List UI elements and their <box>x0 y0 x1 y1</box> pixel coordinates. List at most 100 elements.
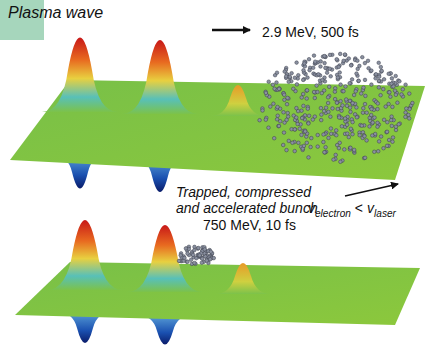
electron-dot <box>315 84 319 88</box>
electron-dot <box>305 97 309 101</box>
electron-dot <box>349 146 353 150</box>
electron-dot <box>282 131 286 135</box>
electron-dot <box>390 77 394 81</box>
electron-dot <box>195 256 199 260</box>
wave-peak <box>47 220 123 290</box>
electron-dot <box>356 59 360 63</box>
wave-peak <box>210 85 266 116</box>
electron-dot <box>277 124 281 128</box>
electron-dot <box>370 107 374 111</box>
electron-dot <box>285 102 289 106</box>
electron-dot <box>278 87 282 91</box>
electron-dot <box>189 258 193 262</box>
electron-dot <box>362 156 366 160</box>
electron-dot <box>336 59 340 63</box>
electron-dot <box>362 86 366 90</box>
electron-dot <box>387 138 391 142</box>
electron-dot <box>302 69 306 73</box>
electron-dot <box>313 96 317 100</box>
electron-dot <box>286 115 290 119</box>
electron-dot <box>287 80 291 84</box>
electron-dot <box>300 116 304 120</box>
electron-dot <box>376 125 380 129</box>
electron-dot <box>348 81 352 85</box>
electron-dot <box>379 93 383 97</box>
electron-dot <box>286 111 290 115</box>
electron-dot <box>386 120 390 124</box>
electron-dot <box>303 130 307 134</box>
electron-dot <box>349 82 353 86</box>
electron-dot <box>342 59 346 63</box>
electron-dot <box>391 140 395 144</box>
electron-dot <box>401 88 405 92</box>
electron-dot <box>351 132 355 136</box>
electron-dot <box>377 140 381 144</box>
electron-dot <box>397 123 401 127</box>
electron-dot <box>389 95 393 99</box>
electron-dot <box>293 128 297 132</box>
electron-dot <box>371 134 375 138</box>
electron-dot <box>376 102 380 106</box>
electron-dot <box>293 128 297 132</box>
electron-dot <box>296 122 300 126</box>
energy-label: 750 MeV, 10 fs <box>203 217 296 233</box>
electron-dot <box>363 134 367 138</box>
electron-dot <box>300 133 304 137</box>
electron-dot <box>352 93 356 97</box>
subscript: laser <box>374 208 396 219</box>
electron-dot <box>355 106 359 110</box>
electron-dot <box>186 260 190 264</box>
electron-dot <box>363 78 367 82</box>
electron-dot <box>326 96 330 100</box>
electron-dot <box>325 71 329 75</box>
wave-peak <box>42 38 118 113</box>
electron-dot <box>309 145 313 149</box>
electron-dot <box>261 109 265 113</box>
electron-dot <box>367 66 371 70</box>
electron-dot <box>282 111 286 115</box>
electron-dot <box>385 130 389 134</box>
electron-dot <box>374 73 378 77</box>
electron-dot <box>388 91 392 95</box>
electron-dot <box>295 83 299 87</box>
electron-dot <box>303 62 307 66</box>
electron-dot <box>348 106 352 110</box>
electron-dot <box>322 140 326 144</box>
electron-dot <box>366 59 370 63</box>
electron-dot <box>191 253 195 257</box>
electron-dot <box>350 63 354 67</box>
electron-dot <box>391 136 395 140</box>
electron-dot <box>411 101 415 105</box>
electron-dot <box>275 71 279 75</box>
energy-label: 2.9 MeV, 500 fs <box>262 24 359 40</box>
electron-dot <box>290 71 294 75</box>
electron-dot <box>396 101 400 105</box>
electron-dot <box>324 66 328 70</box>
electron-dot <box>312 90 316 94</box>
electron-dot <box>382 118 386 122</box>
electron-dot <box>333 90 337 94</box>
electron-dot <box>377 86 381 90</box>
electron-dot <box>287 139 291 143</box>
electron-dot <box>317 73 321 77</box>
electron-dot <box>377 75 381 79</box>
electron-dot <box>319 106 323 110</box>
electron-dot <box>324 106 328 110</box>
electron-dot <box>293 76 297 80</box>
electron-dot <box>278 88 282 92</box>
electron-dot <box>363 61 367 65</box>
electron-dot <box>376 107 380 111</box>
electron-dot <box>394 74 398 78</box>
electron-dot <box>295 106 299 110</box>
electron-dot <box>361 111 365 115</box>
electron-dot <box>285 148 289 152</box>
electron-dot <box>404 111 408 115</box>
electron-dot <box>269 105 273 109</box>
electron-dot <box>328 53 332 57</box>
electron-dot <box>379 65 383 69</box>
electron-dot <box>198 254 202 258</box>
electron-dot <box>297 141 301 145</box>
electron-dot <box>369 113 373 117</box>
electron-dot <box>291 141 295 145</box>
electron-dot <box>389 118 393 122</box>
